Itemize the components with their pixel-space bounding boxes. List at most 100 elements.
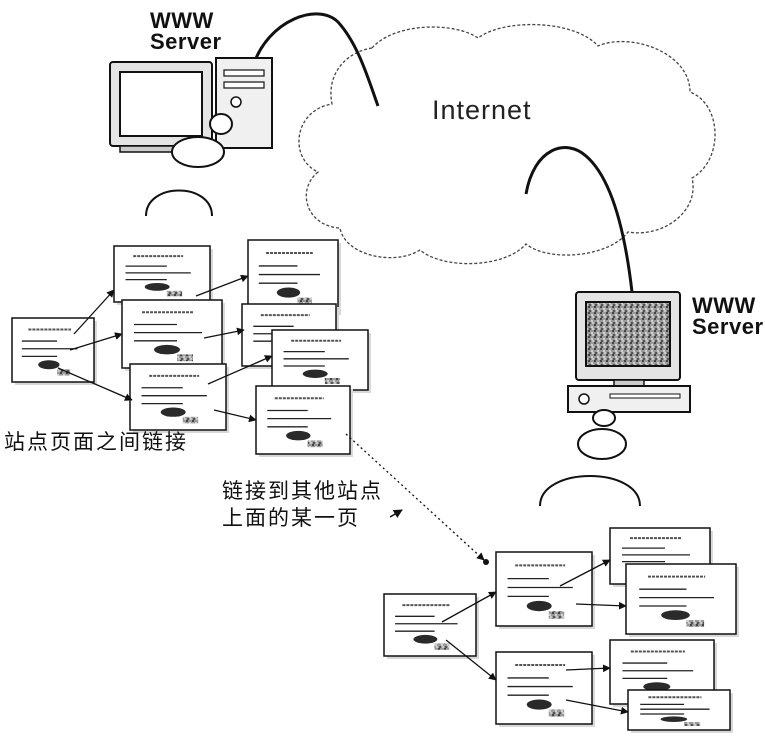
web-page-frame: [383, 593, 477, 657]
web-page-image: [324, 378, 341, 384]
right-mouse: [592, 409, 616, 427]
left-home-page: [11, 317, 97, 385]
web-page-frame: [627, 689, 731, 731]
right-server-cable: [524, 146, 634, 293]
web-page-link-blob: [526, 600, 552, 612]
annotation-pointer-arrow: [389, 509, 403, 518]
web-page-frame: [129, 363, 227, 431]
web-page-image: [548, 709, 565, 717]
link-arrow: [559, 559, 611, 587]
web-page-image: [548, 611, 565, 619]
right-home-page: [383, 593, 479, 659]
web-page-frame: [11, 317, 95, 383]
left-server-base-arc: [145, 189, 213, 217]
link-arrow: [203, 327, 245, 339]
web-page-link-blob: [154, 344, 180, 355]
web-page-link-blob: [144, 282, 170, 291]
right-page-top: [495, 551, 595, 629]
right-page-bot-r2: [627, 689, 733, 733]
left-mouse: [209, 113, 233, 135]
link-arrow: [575, 601, 627, 610]
external-link-annotation: 链接到其他站点 上面的某一页: [222, 478, 383, 532]
web-page-link-blob: [302, 369, 328, 378]
left-page-middle: [121, 299, 225, 371]
web-page-link-blob: [276, 287, 301, 298]
internal-links-annotation: 站点页面之间链接: [4, 430, 188, 454]
right-server-label: WWW Server: [692, 293, 764, 339]
web-page-link-blob: [643, 682, 671, 692]
left-server-computer: [109, 57, 273, 217]
right-page-top-r2: [625, 563, 739, 637]
link-arrow: [69, 332, 123, 351]
left-server-label: WWW Server: [150, 8, 222, 54]
left-monitor-screen: [119, 71, 203, 137]
left-tower-bay-2: [223, 81, 265, 89]
web-page-frame: [121, 299, 223, 369]
web-page-image: [686, 620, 705, 627]
link-arrow: [565, 699, 629, 715]
web-page-link-blob: [661, 610, 690, 620]
web-page-link-blob: [286, 430, 311, 441]
external-link-endpoint-dot: [483, 559, 489, 565]
web-page-image: [166, 290, 183, 297]
left-site-pages: [11, 239, 371, 457]
left-server-label-line1: WWW: [150, 8, 214, 33]
right-site-pages: [383, 527, 739, 733]
link-arrow: [195, 274, 249, 297]
internet-cloud: [298, 23, 716, 265]
web-page-link-blob: [160, 407, 186, 417]
left-keyboard: [171, 136, 225, 168]
left-tower-button: [230, 96, 242, 108]
left-page-far: [255, 385, 353, 457]
web-page-image: [307, 440, 323, 448]
right-monitor-screen: [585, 301, 671, 367]
right-server-label-line2: Server: [692, 314, 764, 339]
web-page-frame: [495, 651, 593, 725]
left-tower-bay: [223, 69, 265, 77]
web-page-frame: [247, 239, 339, 313]
link-arrow: [57, 367, 133, 401]
link-arrow: [207, 355, 273, 385]
right-site-links: [441, 559, 629, 715]
external-link-annotation-line2: 上面的某一页: [222, 506, 360, 530]
web-page-frame: [255, 385, 351, 455]
web-page-link-blob: [660, 716, 688, 722]
left-page-right-1: [247, 239, 341, 315]
left-server-cable: [251, 12, 380, 107]
right-keyboard: [577, 428, 627, 460]
external-link-dotted-line: [345, 433, 485, 561]
right-page-bottom: [495, 651, 595, 727]
web-page-link-blob: [526, 699, 552, 710]
web-page-image: [684, 722, 701, 726]
right-desktop-button: [578, 393, 590, 405]
web-page-link-blob: [413, 634, 438, 644]
left-page-top: [113, 245, 213, 305]
web-page-frame: [625, 563, 737, 635]
right-server-computer: [539, 291, 691, 507]
web-page-image: [434, 643, 450, 650]
left-page-bottom: [129, 363, 229, 433]
left-page-right-3: [271, 329, 371, 393]
link-arrow: [565, 664, 611, 673]
web-page-frame: [495, 551, 593, 627]
external-link-annotation-line1: 链接到其他站点: [222, 479, 383, 503]
right-desktop-drive: [609, 393, 681, 399]
right-server-label-line1: WWW: [692, 293, 756, 318]
web-page-frame: [113, 245, 211, 303]
internet-label: Internet: [432, 95, 532, 125]
web-page-image: [297, 297, 312, 305]
link-arrow: [213, 409, 257, 423]
link-arrow: [445, 639, 497, 681]
right-server-base-arc: [539, 475, 641, 507]
left-site-links: [57, 274, 273, 423]
web-page-image: [182, 416, 199, 424]
left-server-label-line2: Server: [150, 29, 222, 54]
link-arrow: [441, 591, 497, 623]
link-arrow: [73, 289, 115, 335]
web-page-image: [177, 354, 193, 362]
web-page-link-blob: [38, 360, 60, 370]
web-page-image: [57, 369, 71, 376]
web-page-frame: [271, 329, 369, 391]
